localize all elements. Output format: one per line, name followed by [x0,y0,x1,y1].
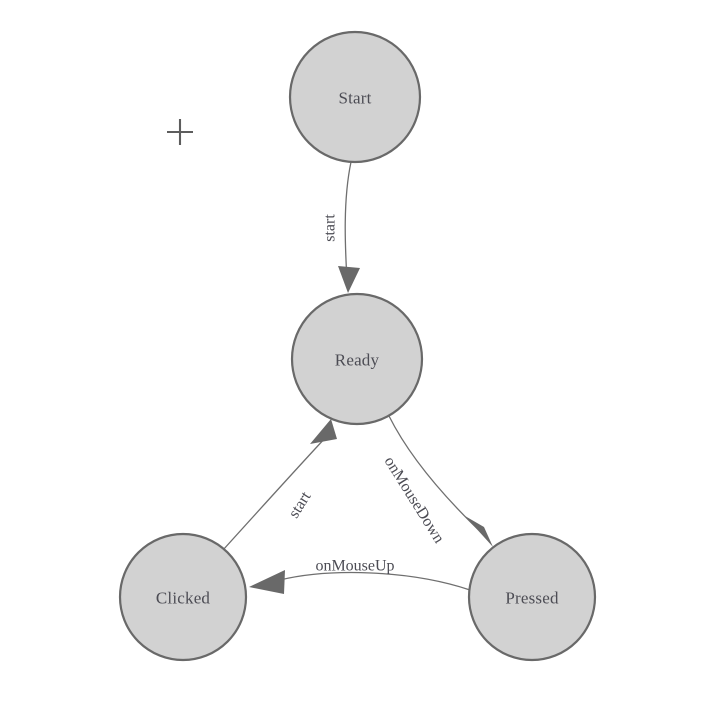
node-ready[interactable]: Ready [290,292,424,426]
node-start[interactable]: Start [288,30,422,164]
arrow-head-icon [249,570,285,594]
node-pressed-circle[interactable] [467,532,597,662]
node-pressed-label: Pressed [505,589,559,608]
arrow-head-icon [310,419,337,444]
node-clicked[interactable]: Clicked [118,532,248,662]
edge-line [222,435,328,551]
edge-label-ready-to-pressed: onMouseDown [381,454,448,547]
edge-ready-to-pressed[interactable] [388,415,493,547]
crosshair-icon [167,119,193,145]
arrow-head-icon [465,516,493,547]
edge-pressed-to-clicked[interactable] [249,570,471,594]
nodes-layer: Start Ready Clicked Pressed [118,30,597,662]
node-pressed[interactable]: Pressed [467,532,597,662]
edge-line [344,161,352,281]
node-start-label: Start [338,89,371,108]
edge-start-to-ready[interactable] [338,161,360,293]
node-clicked-label: Clicked [156,589,211,608]
edges-layer [222,161,493,594]
node-ready-label: Ready [335,351,380,370]
edge-label-clicked-to-ready: start [285,488,314,521]
edge-clicked-to-ready[interactable] [222,419,337,551]
node-start-circle[interactable] [288,30,422,164]
arrow-head-icon [338,266,360,293]
node-clicked-circle[interactable] [118,532,248,662]
edge-line [279,571,471,591]
node-ready-circle[interactable] [290,292,424,426]
edge-label-start-to-ready: start [322,214,339,242]
edge-label-pressed-to-clicked: onMouseUp [315,558,394,575]
